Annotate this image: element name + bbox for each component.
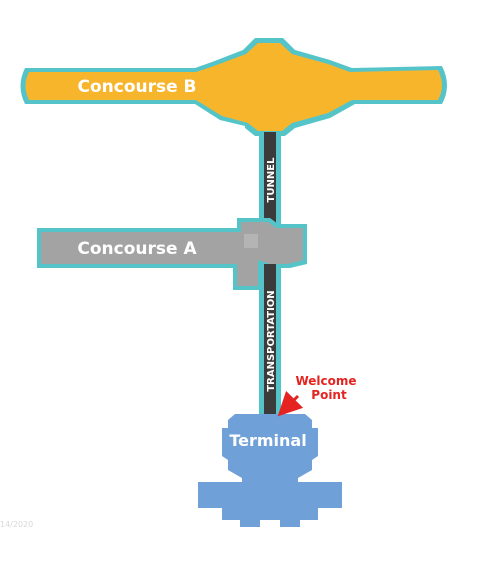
- tunnel-connector: TUNNEL: [259, 132, 281, 226]
- concourse-b-label: Concourse B: [77, 77, 196, 97]
- concourse-a: [37, 218, 307, 290]
- welcome-point-label-line2: Point: [311, 388, 347, 402]
- welcome-point-label-line1: Welcome: [295, 374, 356, 388]
- terminal: [198, 414, 342, 527]
- transportation-connector: TRANSPORTATION: [259, 264, 281, 420]
- date-stamp: 14/2020: [0, 520, 34, 529]
- welcome-point-marker: Welcome Point: [277, 374, 357, 417]
- concourse-b: [20, 38, 447, 136]
- tunnel-label: TUNNEL: [266, 157, 277, 203]
- terminal-label: Terminal: [229, 431, 306, 450]
- welcome-point-arrow: [277, 390, 304, 417]
- concourse-a-label: Concourse A: [77, 239, 197, 259]
- transportation-label: TRANSPORTATION: [266, 290, 277, 391]
